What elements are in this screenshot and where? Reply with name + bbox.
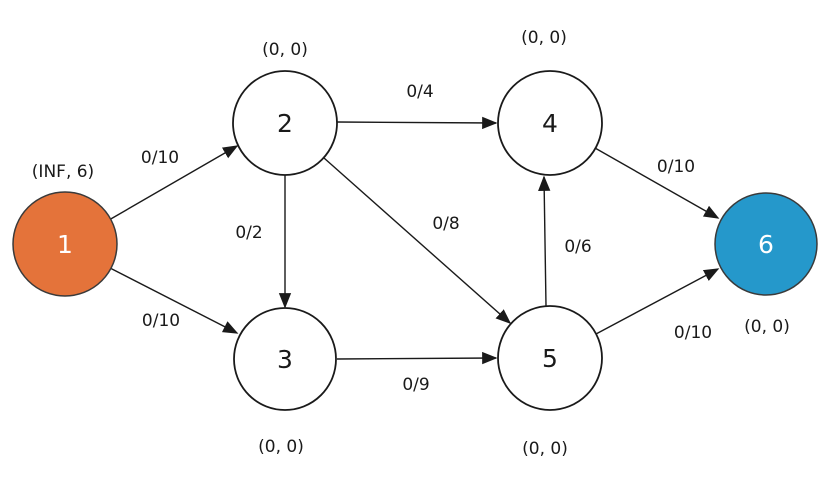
edge-2-4: 0/4: [336, 82, 498, 130]
node-1-annotation: (INF, 6): [32, 162, 94, 182]
node-5: 5 (0, 0): [497, 305, 603, 459]
node-6: 6 (0, 0): [714, 192, 818, 337]
edge-2-5-line: [323, 157, 512, 325]
edge-5-4-line: [538, 175, 551, 307]
edge-2-5: 0/8: [323, 157, 512, 325]
node-4-annotation: (0, 0): [521, 28, 567, 48]
node-5-annotation: (0, 0): [522, 439, 568, 459]
edge-5-4-label: 0/6: [564, 237, 591, 257]
edge-3-5-label: 0/9: [402, 375, 429, 395]
node-1: 1 (INF, 6): [12, 162, 118, 297]
node-2-annotation: (0, 0): [262, 40, 308, 60]
edge-5-6: 0/10: [595, 268, 720, 343]
edge-3-5: 0/9: [336, 351, 498, 395]
node-6-circle: [714, 192, 818, 296]
edge-2-5-label: 0/8: [432, 214, 459, 234]
edge-1-3: 0/10: [109, 267, 239, 334]
edge-4-6-label: 0/10: [657, 157, 695, 177]
node-3-circle: [233, 307, 337, 411]
edge-1-2-line: [108, 145, 239, 221]
node-5-circle: [497, 305, 603, 411]
edge-5-6-line: [595, 268, 720, 335]
edge-2-3: 0/2: [235, 175, 292, 309]
edge-5-4: 0/6: [538, 175, 592, 307]
edge-2-4-line: [336, 116, 498, 130]
edge-1-2: 0/10: [108, 145, 239, 221]
node-3-label: 3: [277, 345, 293, 374]
edge-4-6-line: [594, 147, 720, 219]
edge-1-2-label: 0/10: [141, 148, 179, 168]
node-3-annotation: (0, 0): [258, 437, 304, 457]
node-3: 3 (0, 0): [233, 307, 337, 457]
node-2: 2 (0, 0): [232, 40, 338, 176]
nodes: 1 (INF, 6) 2 (0, 0) 3 (0, 0) 4 (0, 0) 5: [12, 28, 818, 459]
node-5-label: 5: [542, 344, 558, 373]
edge-3-5-line: [336, 351, 498, 365]
edge-2-4-label: 0/4: [406, 82, 433, 102]
node-4-circle: [497, 70, 603, 176]
node-6-label: 6: [758, 230, 774, 259]
edge-1-3-label: 0/10: [142, 311, 180, 331]
edge-5-6-label: 0/10: [674, 323, 712, 343]
edge-4-6: 0/10: [594, 147, 720, 219]
node-4-label: 4: [542, 109, 558, 138]
edges: 0/10 0/10 0/4 0/2 0/8 0/9: [108, 82, 720, 395]
node-6-annotation: (0, 0): [744, 317, 790, 337]
edge-1-3-line: [109, 267, 239, 334]
edge-2-3-label: 0/2: [235, 223, 262, 243]
node-2-circle: [232, 70, 338, 176]
node-1-label: 1: [57, 230, 73, 259]
node-2-label: 2: [277, 109, 293, 138]
node-1-circle: [12, 191, 118, 297]
node-4: 4 (0, 0): [497, 28, 603, 176]
